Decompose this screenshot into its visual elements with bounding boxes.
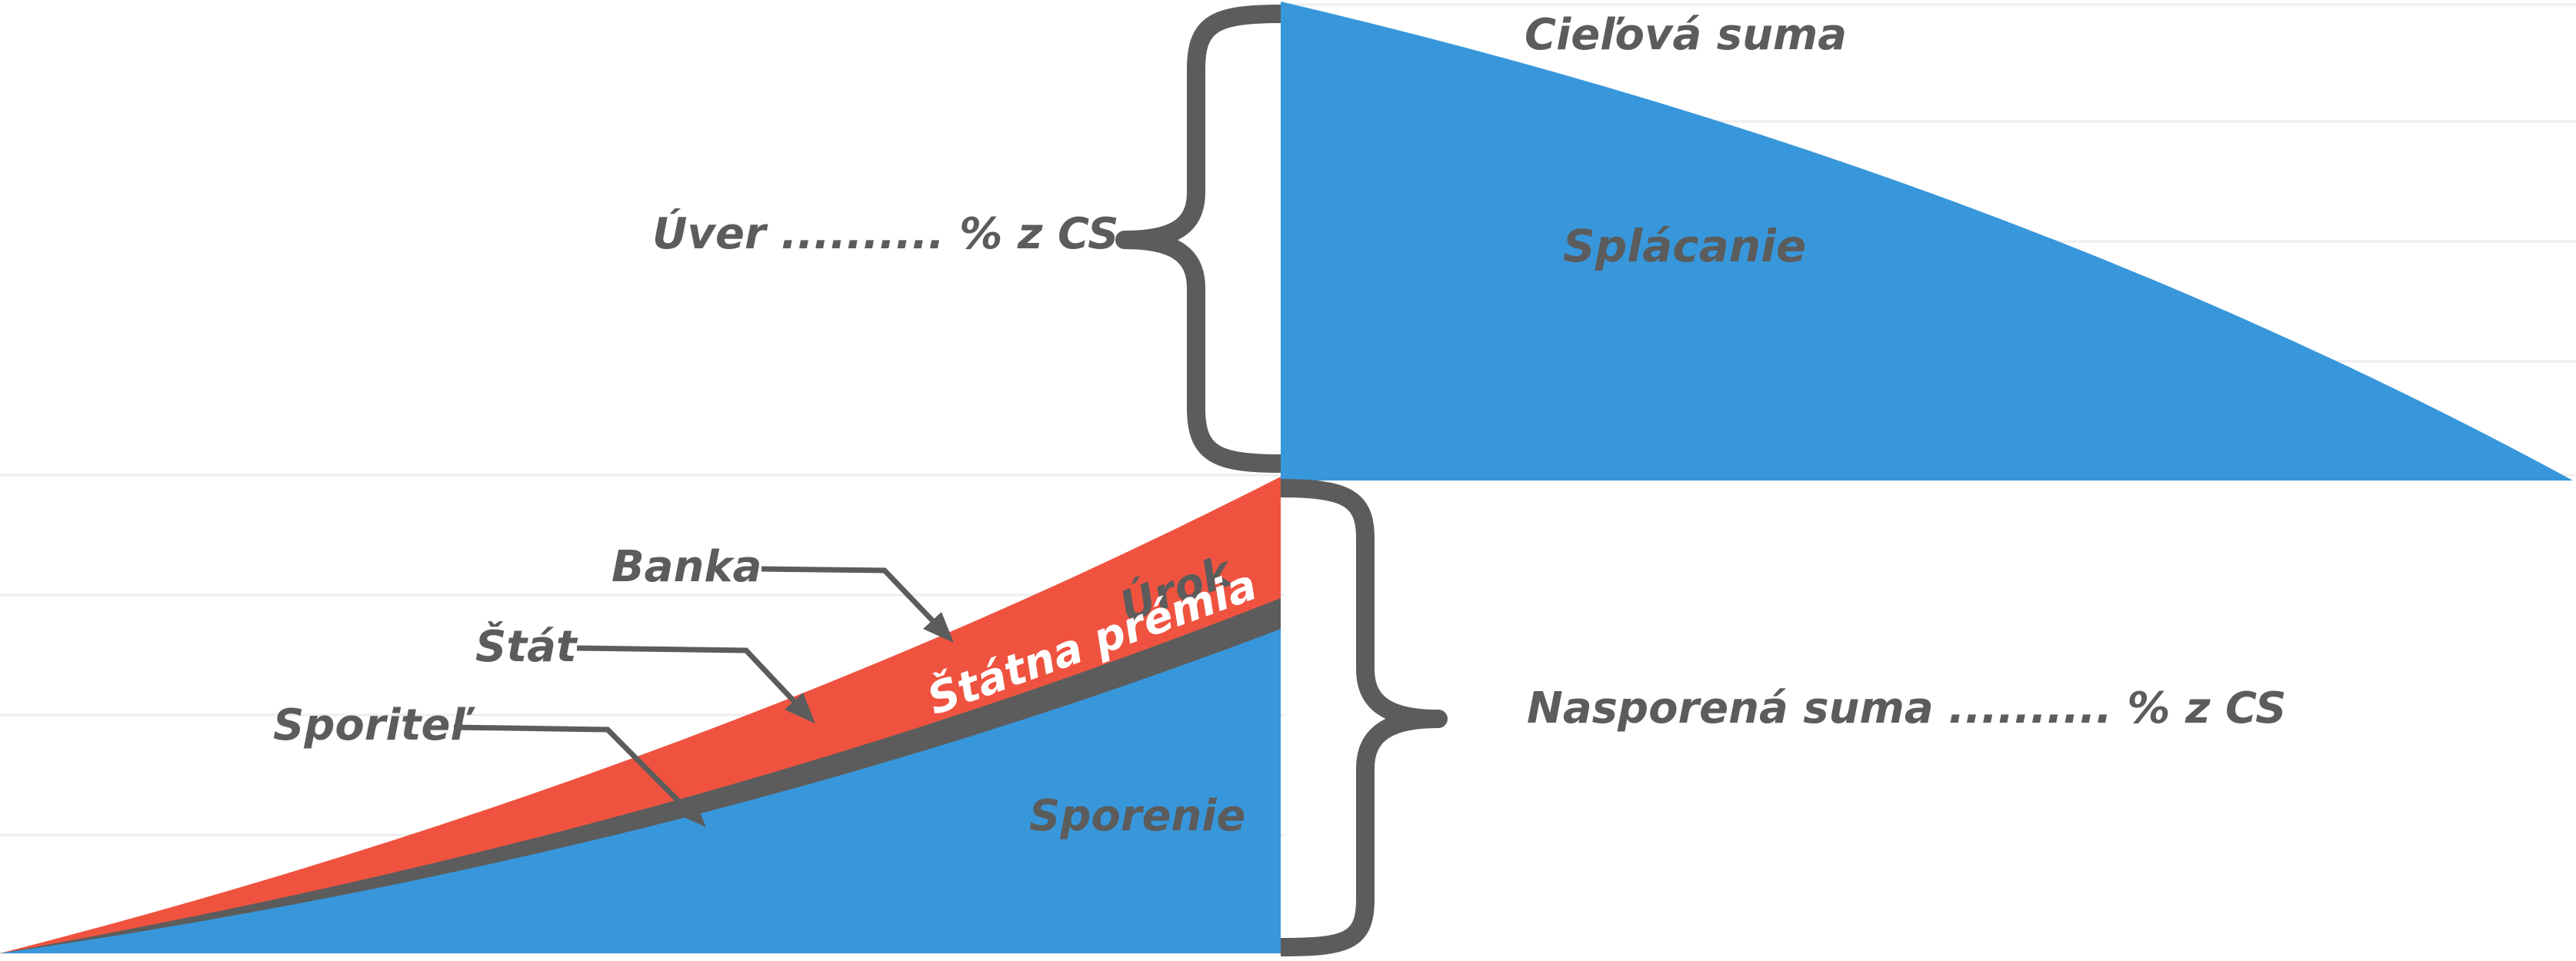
- saver-leader-line: [453, 724, 687, 810]
- loan-brace: [1115, 5, 1281, 473]
- arrowheads: [675, 612, 954, 827]
- saved-sum-label: Nasporená suma .......... % z CS: [1527, 683, 2287, 733]
- state-label: Štát: [475, 622, 578, 672]
- loan-label: Úver .......... % z CS: [652, 209, 1118, 259]
- saving-area: [0, 629, 1281, 953]
- callouts: [453, 566, 937, 810]
- bank-leader-line: [761, 566, 937, 625]
- saved-sum-brace: [1280, 479, 1448, 956]
- saving-label: Sporenie: [1029, 791, 1246, 841]
- repayment-label: Splácanie: [1563, 220, 1806, 272]
- bank-arrowhead: [923, 612, 954, 643]
- saver-arrowhead: [675, 796, 706, 827]
- bank-label: Banka: [612, 542, 761, 592]
- target-sum-label: Cieľová suma: [1525, 10, 1847, 60]
- state-leader-line: [576, 645, 798, 706]
- state-arrowhead: [785, 693, 815, 723]
- repayment-area: [1281, 2, 2573, 480]
- saver-label: Sporiteľ: [273, 700, 475, 750]
